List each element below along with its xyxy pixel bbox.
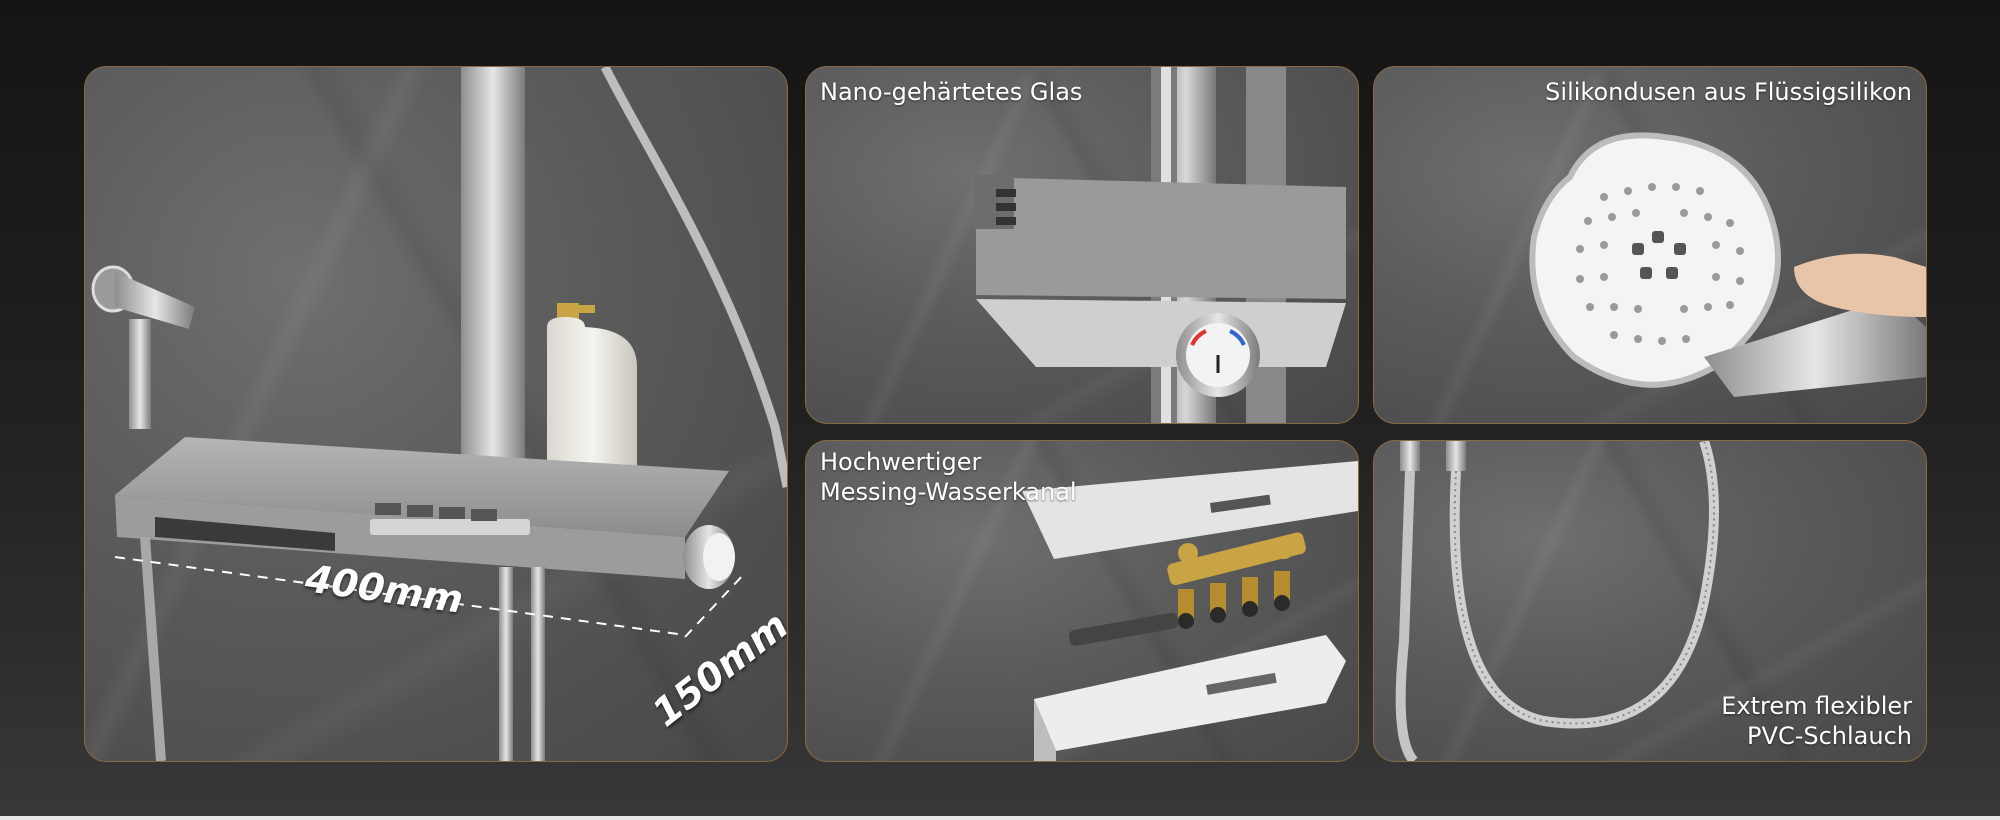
panel-flexible-hose: Extrem flexibler PVC-Schlauch	[1373, 440, 1927, 762]
exploded-view-illustration	[1022, 461, 1358, 761]
panel-main-shower: 400mm 150mm	[84, 66, 788, 762]
glass-label: Nano-gehärtetes Glas	[820, 78, 1083, 106]
brass-label-line2: Messing-Wasserkanal	[820, 478, 1077, 506]
panel-brass-channel: Hochwertiger Messing-Wasserkanal	[805, 440, 1359, 762]
panel-silicone-nozzles: Silikondusen aus Flüssigsilikon	[1373, 66, 1927, 424]
main-shower-illustration	[91, 67, 787, 761]
hose-illustration	[1395, 441, 1719, 761]
hose-label-line2: PVC-Schlauch	[1747, 722, 1912, 750]
hand-shower-illustration	[1529, 132, 1926, 397]
nozzles-label: Silikondusen aus Flüssigsilikon	[1545, 78, 1912, 106]
brass-label-line1: Hochwertiger	[820, 448, 982, 476]
hose-label-line1: Extrem flexibler	[1721, 692, 1912, 720]
bottom-divider	[0, 816, 2000, 820]
glass-shelf-illustration	[974, 67, 1346, 423]
panel-nano-glass: Nano-gehärtetes Glas	[805, 66, 1359, 424]
